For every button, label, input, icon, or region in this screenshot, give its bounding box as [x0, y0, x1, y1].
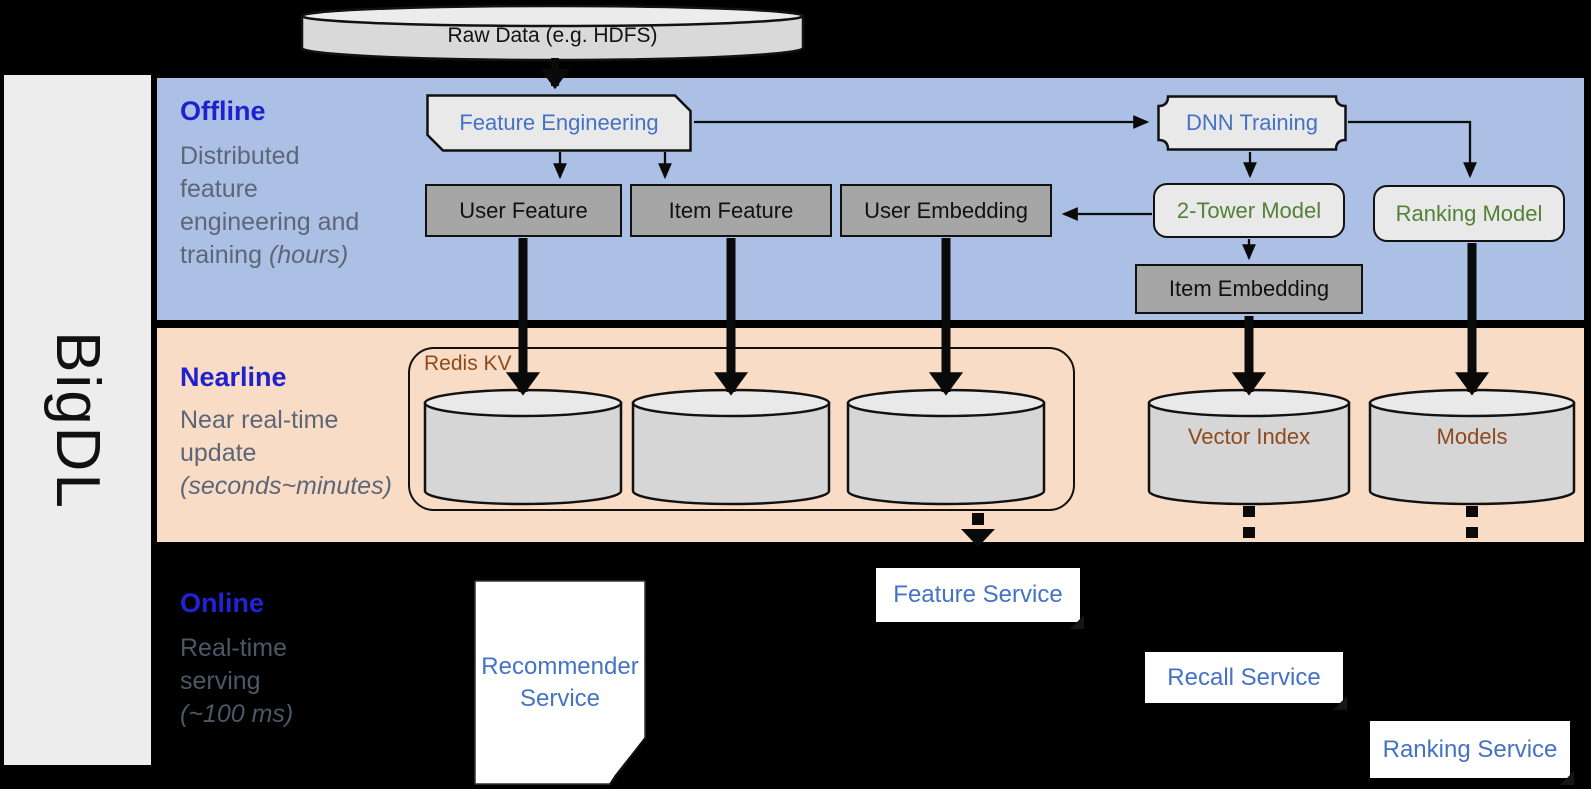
item-feature-node: Item Feature	[630, 184, 832, 237]
recall-service-node: Recall Service	[1145, 652, 1347, 710]
plaque-shape	[1157, 95, 1347, 151]
models-store: Models	[1368, 388, 1576, 506]
cylinder-shape	[1368, 388, 1576, 506]
feature-service-label: Feature Service	[893, 581, 1063, 608]
vector-index-store: Vector Index	[1147, 388, 1351, 506]
cylinder-shape	[631, 388, 831, 506]
two-tower-model-node: 2-Tower Model	[1153, 183, 1345, 238]
dnn-training-label: DNN Training	[1185, 110, 1319, 135]
redis-cylinder-2	[631, 388, 831, 506]
feature-engineering-node: Feature Engineering	[426, 94, 692, 152]
item-embedding-node: Item Embedding	[1135, 264, 1363, 314]
recommender-service-node: Recommender Service	[474, 580, 646, 785]
bigdl-logo-text: BigDL	[43, 330, 112, 510]
ranking-service-label: Ranking Service	[1382, 735, 1558, 763]
user-feature-label: User Feature	[459, 197, 588, 223]
online-description: Real-time serving (~100 ms)	[180, 634, 294, 728]
snip-corner-shape	[426, 94, 692, 152]
fold-corner-icon	[1333, 696, 1347, 710]
user-feature-node: User Feature	[425, 184, 622, 237]
two-tower-model-label: 2-Tower Model	[1176, 197, 1322, 223]
cylinder-shape	[846, 388, 1046, 506]
fold-corner-icon	[1560, 771, 1574, 785]
dnn-training-node: DNN Training	[1157, 95, 1347, 151]
item-feature-label: Item Feature	[668, 197, 794, 223]
models-label: Models	[1436, 424, 1508, 449]
nearline-title: Nearline	[180, 362, 287, 392]
cylinder-shape	[423, 388, 623, 506]
redis-kv-label: Redis KV	[424, 352, 512, 375]
feature-engineering-label: Feature Engineering	[459, 110, 659, 135]
offline-description: Distributed feature engineering and trai…	[180, 142, 360, 269]
redis-cylinder-1	[423, 388, 623, 506]
offline-title: Offline	[180, 96, 266, 126]
raw-data-label: Raw Data (e.g. HDFS)	[447, 24, 658, 47]
recommender-service-label: Recommender Service	[481, 652, 639, 712]
cylinder-shape	[300, 4, 805, 62]
recall-service-label: Recall Service	[1167, 663, 1321, 691]
item-embedding-label: Item Embedding	[1168, 276, 1330, 301]
ranking-service-node: Ranking Service	[1370, 721, 1574, 785]
user-embedding-node: User Embedding	[840, 184, 1052, 237]
document-shape	[474, 580, 646, 785]
ranking-model-node: Ranking Model	[1373, 185, 1565, 242]
bigdl-sidebar-band: BigDL	[4, 75, 151, 765]
feature-service-node: Feature Service	[876, 568, 1084, 629]
user-embedding-label: User Embedding	[864, 197, 1028, 223]
online-title: Online	[180, 588, 265, 618]
vector-index-label: Vector Index	[1187, 424, 1311, 449]
fold-corner-icon	[1070, 615, 1084, 629]
redis-kv-container	[408, 347, 1075, 511]
ranking-model-label: Ranking Model	[1395, 200, 1543, 226]
raw-data-store: Raw Data (e.g. HDFS)	[300, 4, 805, 62]
redis-cylinder-3	[846, 388, 1046, 506]
cylinder-shape	[1147, 388, 1351, 506]
nearline-description: Near real-time update (seconds~minutes)	[180, 406, 392, 500]
